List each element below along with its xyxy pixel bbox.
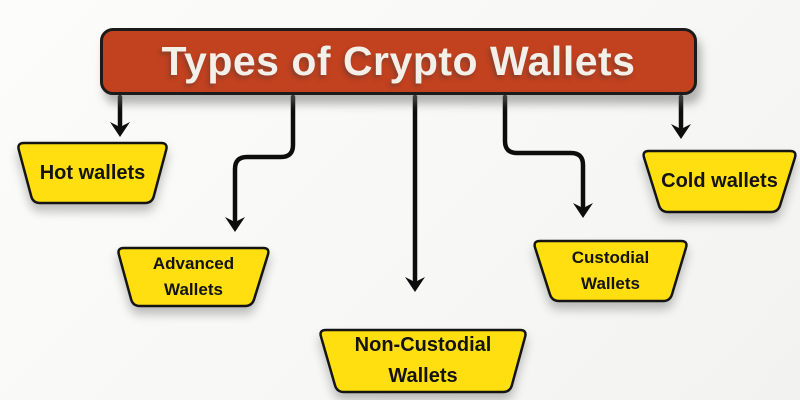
arrow-head-icon	[405, 277, 425, 292]
page-title: Types of Crypto Wallets	[161, 38, 636, 84]
arrow-head-icon	[671, 124, 691, 139]
header-banner: Types of Crypto Wallets	[100, 28, 697, 95]
arrow-to-cold-wallets	[671, 94, 691, 139]
arrow-line	[232, 94, 296, 223]
node-shape-non-custodial-wallets	[319, 328, 527, 394]
arrow-to-hot-wallets	[110, 94, 130, 137]
arrow-to-advanced-wallets	[225, 94, 296, 232]
node-shape-custodial-wallets	[533, 239, 688, 303]
arrow-head-icon	[110, 122, 130, 137]
arrow-line	[502, 94, 586, 209]
node-shape-hot-wallets	[17, 141, 168, 205]
arrow-to-custodial-wallets	[502, 94, 593, 218]
node-shape-advanced-wallets	[117, 246, 270, 308]
arrow-to-non-custodial-wallets	[405, 94, 425, 292]
node-shape-cold-wallets	[642, 149, 797, 214]
arrow-head-icon	[225, 217, 245, 232]
arrow-head-icon	[573, 203, 593, 218]
